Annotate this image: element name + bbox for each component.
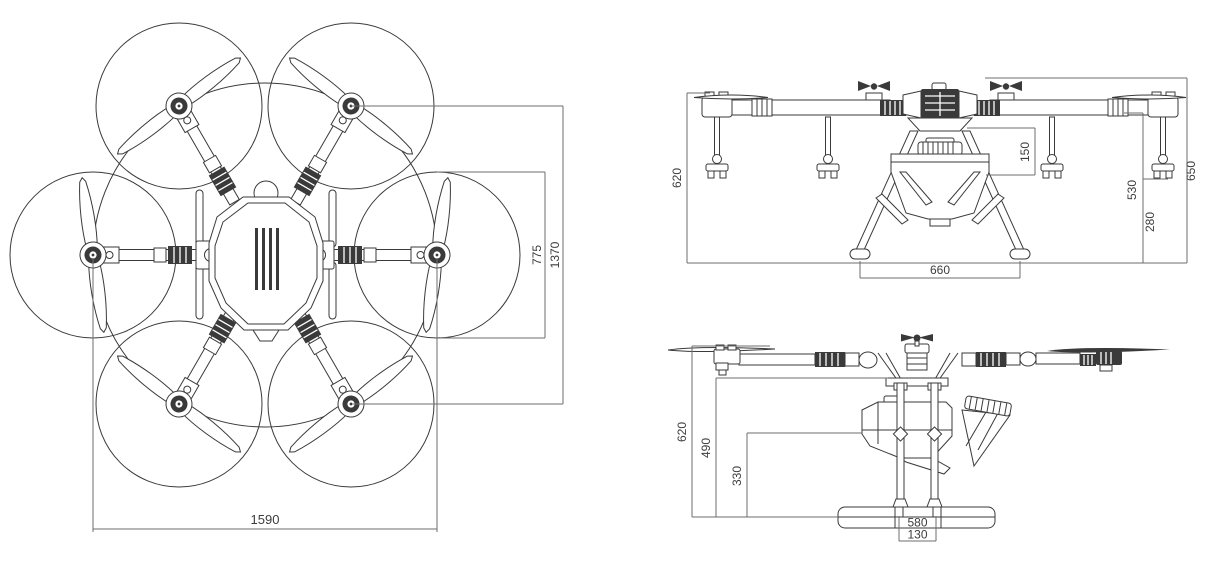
dim-tank-clearance: 150 (1018, 142, 1032, 162)
foot-left (849, 248, 871, 260)
top-view: 1590 775 1370 (9, 22, 564, 532)
foot-right (1009, 248, 1031, 260)
side-view: 620 490 330 580 130 (667, 334, 1170, 542)
front-view: 620 150 530 280 650 660 (670, 77, 1198, 279)
side-motor-left (667, 344, 776, 376)
propeller-circle-bottom-left (95, 320, 263, 488)
folded-prop-right (990, 81, 1022, 101)
dim-rotor-plane-height: 620 (670, 168, 684, 188)
tube-couplers (751, 98, 1129, 117)
propeller-edge-left (693, 94, 769, 100)
dim-skid-length: 580 (907, 516, 927, 530)
dim-frame-height: 490 (699, 438, 713, 458)
spray-tank-front (890, 137, 990, 227)
center-body (208, 180, 324, 342)
folded-prop (901, 334, 933, 342)
tank-lid (917, 141, 963, 156)
label-backing (902, 517, 934, 528)
outer-motor-right (1111, 91, 1187, 118)
dim-motor-span: 1370 (548, 241, 562, 268)
propeller-edge (1047, 348, 1170, 353)
dim-nozzle-clearance: 280 (1143, 212, 1157, 232)
dim-leg-track: 660 (930, 263, 950, 277)
side-arm-assembly (738, 351, 1096, 369)
dim-overall-width: 1590 (251, 512, 280, 527)
dim-rail-gap: 130 (907, 528, 927, 542)
top-view-dimensions: 1590 775 1370 (92, 105, 564, 532)
center-mast (877, 334, 959, 387)
cooling-vents (255, 228, 279, 290)
front-center-body (902, 82, 978, 132)
spreader-disc (964, 395, 1012, 417)
outer-motor-left (693, 91, 769, 118)
propeller-edge-right (1111, 94, 1187, 100)
dim-overall-height: 650 (1184, 161, 1198, 181)
dim-tank-line-height: 330 (730, 466, 744, 486)
dim-arm-clearance: 530 (1125, 180, 1139, 200)
dim-rotor-diameter: 775 (530, 245, 544, 265)
side-view-dimensions: 620 490 330 580 130 (675, 345, 937, 542)
propeller-circle-top-left (95, 22, 263, 190)
folded-prop-left (858, 81, 890, 101)
side-motor-right (1047, 348, 1170, 372)
front-view-dimensions: 620 150 530 280 650 660 (670, 77, 1198, 279)
antenna (931, 82, 947, 91)
folded-blades (195, 189, 337, 320)
dim-rotor-plane-height: 620 (675, 422, 689, 442)
